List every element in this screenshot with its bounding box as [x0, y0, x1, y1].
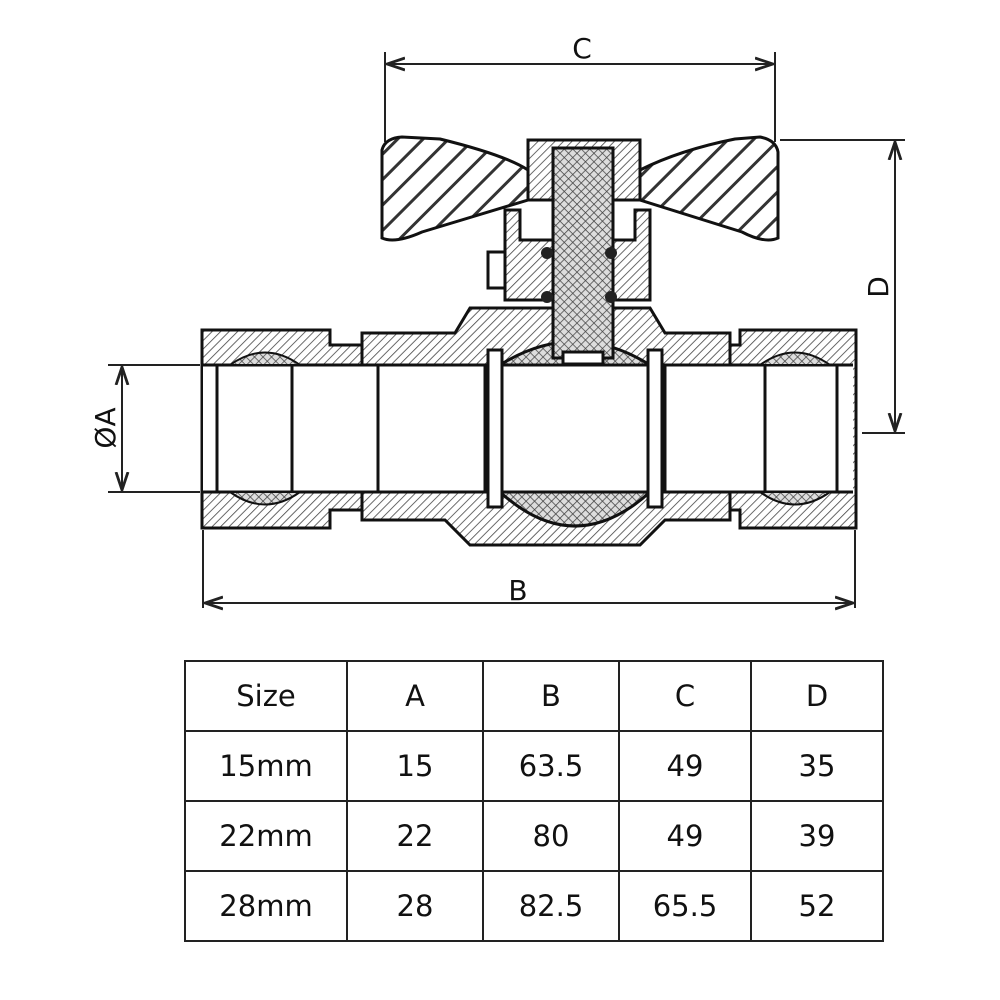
dimension-d: D [780, 139, 905, 434]
table-cell: 28mm [184, 870, 348, 942]
right-ball-seat [646, 348, 664, 509]
valve-stem [551, 146, 615, 360]
table-header-cell: B [482, 660, 620, 732]
right-pipe-end [763, 363, 839, 494]
left-olive-top [226, 351, 304, 366]
table-cell: 22 [346, 800, 484, 872]
table-cell: 80 [482, 800, 620, 872]
dimension-b-label: B [508, 574, 527, 607]
table-cell: 65.5 [618, 870, 752, 942]
dimension-d-label: D [862, 276, 895, 298]
left-olive-bottom [226, 491, 304, 506]
left-ball-seat [486, 348, 504, 509]
table-cell: 63.5 [482, 730, 620, 802]
table-header-cell: Size [184, 660, 348, 732]
table-cell: 15mm [184, 730, 348, 802]
dimension-a-label: ØA [89, 407, 122, 448]
table-header-cell: C [618, 660, 752, 732]
table-cell: 82.5 [482, 870, 620, 942]
dimension-b: B [202, 530, 856, 608]
table-cell: 15 [346, 730, 484, 802]
table-header-row: Size A B C D [184, 660, 884, 732]
dimension-c: C [384, 32, 776, 142]
table-cell: 28 [346, 870, 484, 942]
right-olive-bottom [756, 491, 834, 506]
table-row: 28mm 28 82.5 65.5 52 [184, 870, 884, 942]
o-ring [605, 247, 617, 259]
table-cell: 49 [618, 800, 752, 872]
o-ring [541, 247, 553, 259]
dimension-c-label: C [572, 32, 592, 65]
left-pipe-end [215, 363, 294, 494]
valve-cross-section-drawing: C D ØA B [89, 32, 905, 640]
table-header-cell: D [750, 660, 884, 732]
table-cell: 22mm [184, 800, 348, 872]
o-ring [541, 291, 553, 303]
dimension-a: ØA [89, 364, 200, 493]
stem-tip [561, 350, 605, 366]
table-row: 22mm 22 80 49 39 [184, 800, 884, 872]
dimensions-table: Size A B C D 15mm 15 63.5 49 35 22mm 22 … [184, 660, 884, 942]
handle-retaining-pin [486, 250, 508, 290]
table-cell: 39 [750, 800, 884, 872]
table-header-cell: A [346, 660, 484, 732]
table-cell: 35 [750, 730, 884, 802]
right-pipe-insert [663, 363, 767, 494]
right-olive-top [756, 351, 834, 366]
table-cell: 49 [618, 730, 752, 802]
table-cell: 52 [750, 870, 884, 942]
left-pipe-insert [376, 363, 487, 494]
o-ring [605, 291, 617, 303]
ball-lower-segment [496, 490, 654, 528]
table-row: 15mm 15 63.5 49 35 [184, 730, 884, 802]
valve-ball [498, 363, 652, 494]
